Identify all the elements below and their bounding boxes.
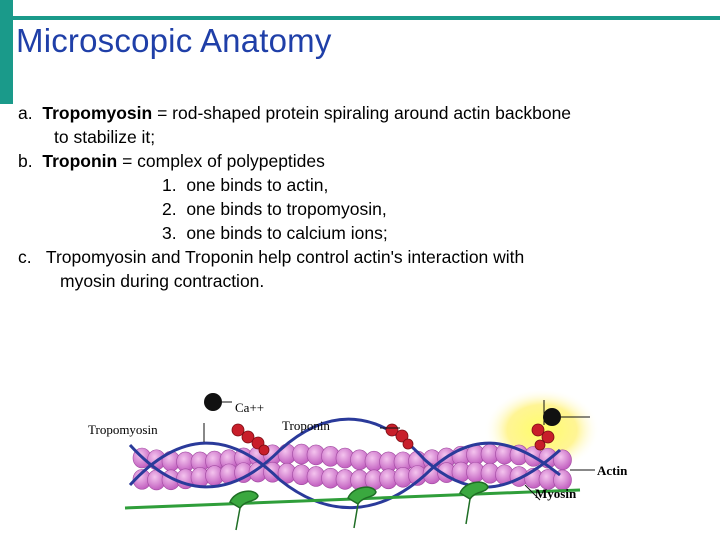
title-rule bbox=[13, 16, 720, 20]
bullet-b-sub-3: 3. one binds to calcium ions; bbox=[162, 223, 388, 243]
troponin-label: Troponin bbox=[282, 418, 330, 433]
actin-myosin-diagram: Ca++ Tropomyosin Troponin Actin Myosin bbox=[88, 390, 628, 531]
tropomyosin-strand-2 bbox=[128, 441, 561, 509]
calcium-ion-1 bbox=[204, 393, 222, 411]
myosin-heads bbox=[229, 481, 489, 531]
bullet-a-text: = rod-shaped protein spiraling around ac… bbox=[152, 103, 572, 123]
bullet-c-text: Tropomyosin and Troponin help control ac… bbox=[45, 247, 525, 267]
bullet-c-continuation: myosin during contraction. bbox=[60, 271, 265, 291]
bullet-a-continuation: to stabilize it; bbox=[54, 127, 156, 147]
myosin-label: Myosin bbox=[535, 486, 577, 501]
bullet-b-marker: b. bbox=[18, 151, 33, 171]
ca-label: Ca++ bbox=[235, 400, 264, 415]
troponin-complexes bbox=[231, 423, 555, 456]
calcium-ions bbox=[204, 393, 590, 426]
calcium-ion-2 bbox=[543, 408, 561, 426]
bullet-a-marker: a. bbox=[18, 103, 33, 123]
slide-title: Microscopic Anatomy bbox=[16, 22, 332, 59]
bullet-b-sub-2: 2. one binds to tropomyosin, bbox=[162, 199, 387, 219]
bullet-list: a. Tropomyosin = rod-shaped protein spir… bbox=[18, 101, 571, 293]
bullet-b: b. Troponin = complex of polypeptides bbox=[18, 149, 571, 173]
bullet-c-marker: c. bbox=[18, 247, 32, 267]
bullet-c: c. Tropomyosin and Troponin help control… bbox=[18, 245, 571, 269]
tropomyosin-label: Tropomyosin bbox=[88, 422, 158, 437]
bullet-b-text: = complex of polypeptides bbox=[117, 151, 325, 171]
accent-bar bbox=[0, 0, 13, 104]
label-pointers bbox=[203, 400, 595, 501]
bullet-a-term: Tropomyosin bbox=[42, 103, 153, 123]
bullet-a: a. Tropomyosin = rod-shaped protein spir… bbox=[18, 101, 571, 125]
actin-label: Actin bbox=[597, 463, 628, 478]
bullet-b-sub-1: 1. one binds to actin, bbox=[162, 175, 329, 195]
bullet-b-term: Troponin bbox=[42, 151, 118, 171]
